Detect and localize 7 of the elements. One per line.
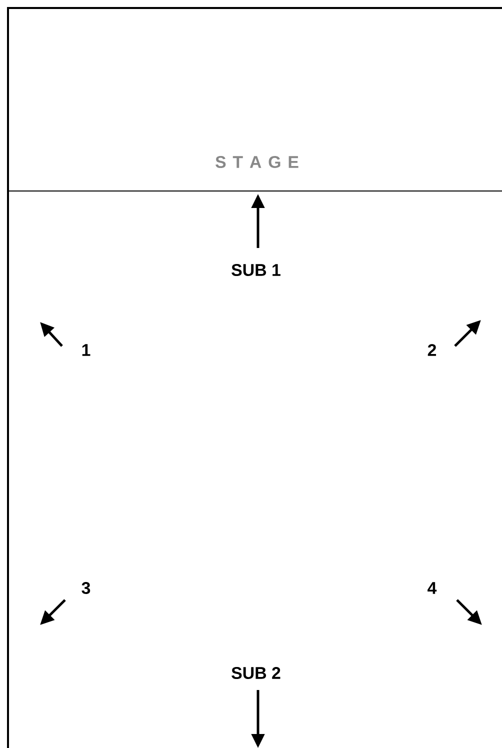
speaker-label: SUB 2 xyxy=(232,667,280,679)
speaker-label: 1 xyxy=(82,344,90,356)
speaker-label: 3 xyxy=(82,582,90,594)
speaker-label: 2 xyxy=(428,344,436,356)
stage-label: S T A G E xyxy=(216,156,298,168)
speaker-label: SUB 1 xyxy=(232,264,280,276)
speaker-label: 4 xyxy=(428,582,437,594)
